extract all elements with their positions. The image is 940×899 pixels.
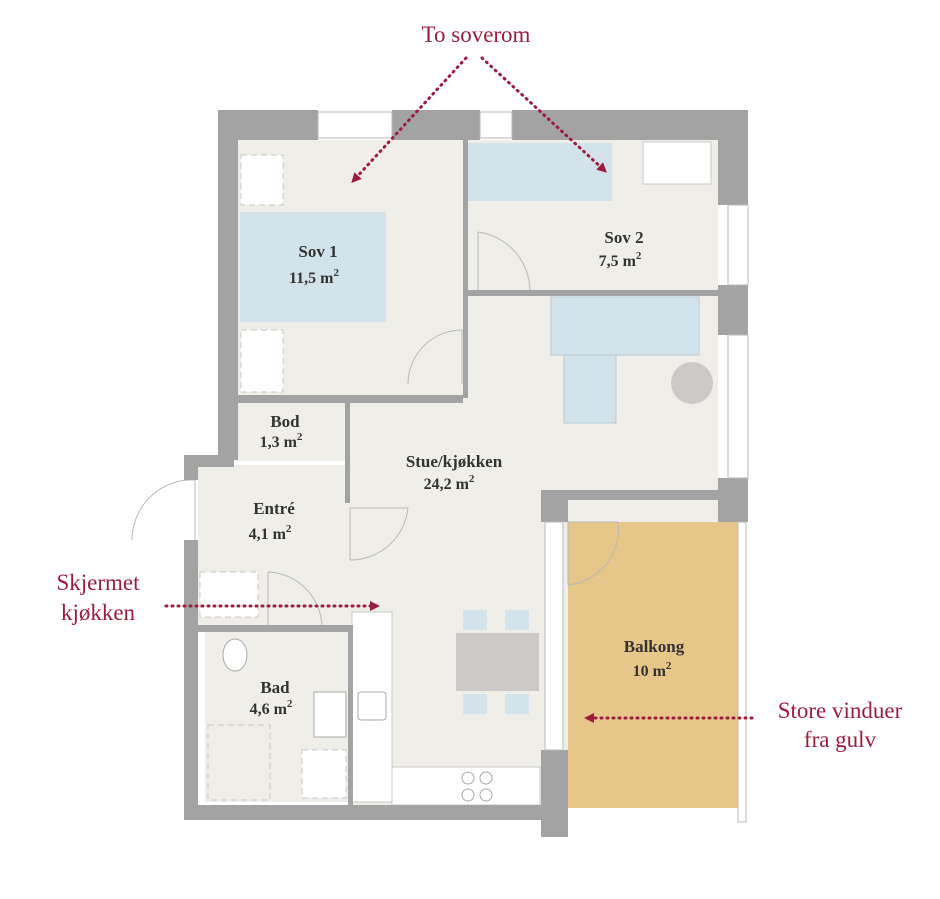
room-name-bod: Bod: [270, 412, 300, 431]
room-name-entre: Entré: [253, 499, 295, 518]
room-name-stue: Stue/kjøkken: [406, 452, 503, 471]
room-name-sov1: Sov 1: [298, 242, 337, 261]
window-icon: [727, 204, 749, 286]
wall-top-mid: [392, 110, 480, 140]
stove-icon: [479, 771, 493, 785]
annotation-vinduer-line2: fra gulv: [804, 727, 877, 752]
stove-icon: [461, 788, 475, 802]
annotation-vinduer-line1: Store vinduer: [778, 698, 903, 723]
door-stue-icon: [349, 507, 409, 561]
bed-sov2: [467, 143, 612, 201]
washbasin-icon: [313, 691, 347, 738]
wall-sov2-bottom: [463, 290, 718, 296]
wall-left-upper: [218, 140, 238, 460]
kitchen-counter-bottom-icon: [391, 766, 541, 806]
window-icon: [727, 334, 749, 479]
door-sov1-icon: [407, 329, 463, 385]
round-table-icon: [671, 362, 713, 404]
room-area-sov1: 11,5 m2: [289, 267, 339, 287]
doors: [131, 231, 619, 629]
room-labels: Sov 1 11,5 m2 Sov 2 7,5 m2 Bod 1,3 m2 St…: [249, 228, 685, 718]
sink-icon: [357, 691, 387, 721]
wall-top-left: [218, 110, 318, 140]
wall-bad-top: [198, 625, 353, 632]
door-entre-icon: [131, 479, 196, 541]
wall-bad-right: [348, 625, 353, 805]
kitchen-counter-icon: [351, 611, 393, 803]
annotation-skjermet-line1: Skjermet: [56, 570, 140, 595]
wall-balkong-top: [541, 490, 748, 500]
wall-balkong-left-bottom: [541, 750, 568, 837]
window-icon: [479, 111, 513, 139]
door-sov2-icon: [477, 231, 531, 293]
room-name-bad: Bad: [260, 678, 290, 697]
wardrobe-icon: [199, 571, 259, 618]
room-area-entre: 4,1 m2: [249, 523, 292, 543]
desk-icon: [642, 141, 712, 185]
window-icon: [544, 521, 564, 751]
annotation-to-soverom: To soverom: [422, 22, 531, 47]
dining-table-icon: [456, 633, 539, 691]
shower-icon: [207, 724, 271, 801]
wall-entre-left: [184, 455, 198, 480]
floor-balkong: [568, 522, 738, 808]
chair-icon: [505, 694, 529, 714]
nightstand-icon: [240, 329, 284, 393]
wall-bod-right: [345, 403, 350, 503]
wall-entre-left-lower: [184, 540, 198, 820]
door-balkong-icon: [567, 521, 619, 586]
wall-right-mid: [718, 285, 748, 335]
room-area-bad: 4,6 m2: [250, 698, 293, 718]
room-name-sov2: Sov 2: [604, 228, 643, 247]
arrow-to-sov2: [480, 56, 607, 173]
stove-icon: [461, 771, 475, 785]
room-area-stue: 24,2 m2: [424, 473, 475, 493]
stove-icon: [479, 788, 493, 802]
window-icon: [317, 111, 393, 139]
room-name-balkong: Balkong: [624, 637, 685, 656]
annotations: To soverom Skjermet kjøkken Store vindue…: [56, 22, 902, 752]
windows: [317, 111, 749, 823]
walls: [184, 110, 748, 837]
nightstand-icon: [240, 154, 284, 206]
wall-sov-divider: [463, 140, 468, 398]
bed-sov1: [240, 212, 386, 322]
room-area-balkong: 10 m2: [633, 660, 672, 680]
room-area-sov2: 7,5 m2: [599, 250, 642, 270]
sofa-chaise-icon: [563, 354, 617, 424]
toilet-icon: [222, 638, 248, 672]
window-icon: [737, 521, 747, 823]
chair-icon: [463, 694, 487, 714]
wall-right-upper: [718, 140, 748, 205]
furniture: [199, 141, 713, 806]
sofa-icon: [550, 296, 700, 356]
annotation-skjermet-line2: kjøkken: [61, 600, 136, 625]
chair-icon: [505, 610, 529, 630]
wall-top-right: [512, 110, 748, 140]
wall-sov1-bottom: [238, 395, 463, 403]
chair-icon: [463, 610, 487, 630]
room-area-bod: 1,3 m2: [260, 431, 303, 451]
floor-bod: [235, 403, 345, 461]
arrow-to-sov1: [351, 56, 468, 183]
door-bad-icon: [267, 571, 323, 629]
washer-icon: [301, 749, 347, 799]
wall-bottom: [184, 805, 542, 820]
